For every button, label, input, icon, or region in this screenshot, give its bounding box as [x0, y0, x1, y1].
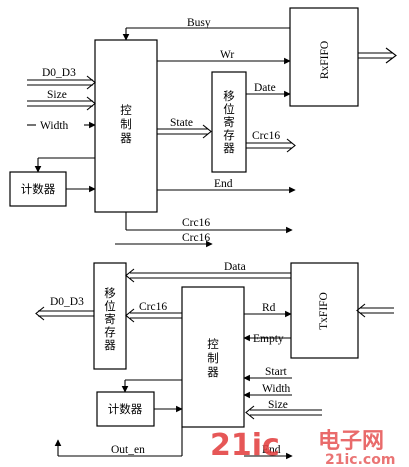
crc16-ctrl-label: Crc16 [139, 301, 167, 313]
size-arrow-top [86, 96, 96, 111]
crc16-sr-arrow [286, 138, 296, 153]
counter-label-bottom: 计数器 [108, 402, 143, 416]
d0d3-label-bottom: D0_D3 [50, 296, 84, 308]
out-en-label: Out_en [111, 444, 145, 456]
transmit-section: Crc16 移位寄存器 TxFIFO Data 控制器 D0_D3 Cr [35, 232, 394, 460]
start-label: Start [265, 366, 288, 378]
counter-block-top [9, 171, 67, 207]
size-label-top: Size [47, 89, 67, 101]
empty-label: Empty [253, 333, 284, 345]
rd-label: Rd [262, 302, 276, 314]
shift-register-block-bottom [93, 262, 127, 370]
txfifo-input-arrow [356, 303, 366, 318]
txfifo-label: TxFIFO [318, 292, 330, 330]
shift-register-label-top: 移位寄存器 [223, 89, 235, 155]
rxfifo-label: RxFIFO [319, 41, 331, 79]
width-label-top: Width [40, 120, 69, 132]
crc16-ctrl-arrow [125, 308, 135, 323]
counter-block-bottom [96, 391, 155, 427]
end-label-top: End [214, 178, 233, 190]
d0d3-arrow-bottom [35, 306, 45, 321]
width-label-bottom: Width [262, 383, 291, 395]
crc16-bottom-label: Crc16 [182, 217, 210, 229]
state-arrow [202, 124, 212, 139]
controller-block-top [94, 39, 158, 213]
d0d3-label-top: D0_D3 [42, 67, 76, 79]
rxfifo-block [289, 7, 359, 107]
watermark-url: 21ic.com [325, 452, 395, 467]
controller-label-bottom: 控制器 [207, 337, 219, 379]
date-label: Date [254, 82, 276, 94]
state-label: State [170, 117, 193, 129]
shift-register-block-top [211, 71, 247, 173]
end-label-bottom: End [262, 444, 281, 456]
watermark: 21ic 电子网 21ic.com [210, 428, 395, 467]
data-bus-arrow [125, 268, 135, 283]
controller-label-top: 控制器 [120, 103, 132, 145]
counter-label-top: 计数器 [21, 182, 56, 196]
crc16-sr-label: Crc16 [252, 130, 280, 142]
wr-label: Wr [220, 49, 234, 61]
watermark-logo: 21ic [210, 428, 280, 463]
receive-section: 控制器 移位寄存器 RxFIFO 计数器 Busy Wr D0_D3 [9, 7, 397, 234]
rxfifo-output-arrow [385, 47, 397, 64]
txfifo-block [290, 262, 359, 359]
watermark-name: 电子网 [318, 429, 384, 454]
crc16-top-input-label: Crc16 [182, 232, 210, 244]
d0d3-arrow-top [86, 75, 96, 90]
busy-label: Busy [187, 17, 211, 29]
shift-register-label-bottom: 移位寄存器 [104, 286, 116, 352]
size-label-bottom: Size [268, 399, 288, 411]
size-arrow-bottom [245, 405, 255, 420]
data-label: Data [224, 261, 246, 273]
controller-block-bottom [181, 286, 245, 428]
